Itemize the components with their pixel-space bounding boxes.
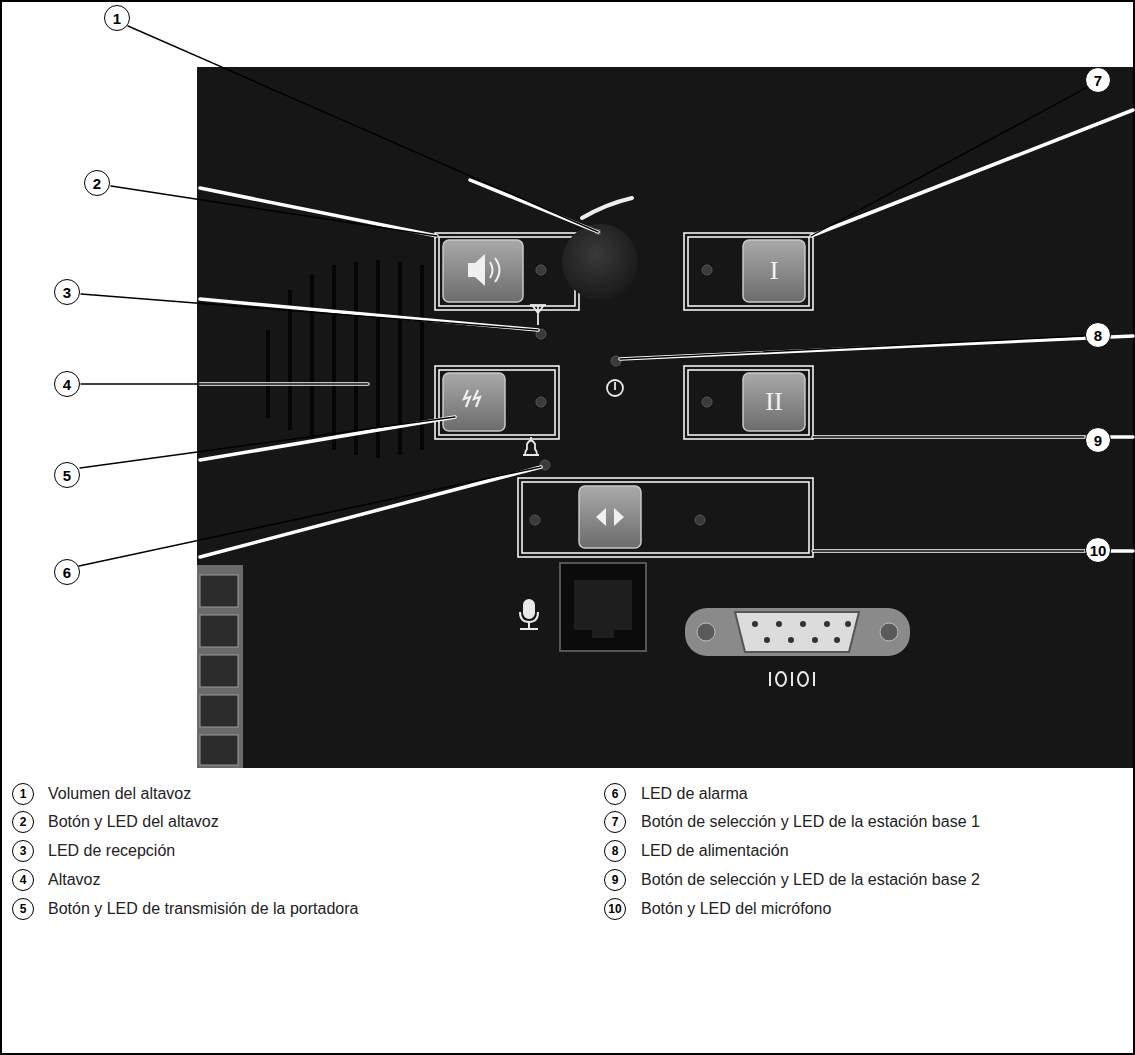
key-number: 9 bbox=[604, 869, 626, 891]
key-text: Botón y LED de transmisión de la portado… bbox=[48, 899, 358, 919]
callout-number: 2 bbox=[84, 170, 110, 196]
key-number: 5 bbox=[12, 898, 34, 920]
callout-number: 7 bbox=[1085, 67, 1111, 93]
callout-number: 8 bbox=[1085, 322, 1111, 348]
key-number: 3 bbox=[12, 840, 34, 862]
callout-number: 5 bbox=[54, 462, 80, 488]
callout-number: 6 bbox=[54, 559, 80, 585]
key-text: LED de alarma bbox=[641, 784, 748, 804]
key-number: 2 bbox=[12, 811, 34, 833]
key-number: 4 bbox=[12, 869, 34, 891]
key-number: 8 bbox=[604, 840, 626, 862]
callout-number: 4 bbox=[54, 371, 80, 397]
callout-number: 3 bbox=[54, 279, 80, 305]
key-number: 1 bbox=[12, 783, 34, 805]
callout-number: 10 bbox=[1085, 537, 1111, 563]
callout-number: 1 bbox=[104, 5, 130, 31]
key-text: Botón y LED del altavoz bbox=[48, 812, 219, 832]
button-label: I bbox=[770, 256, 779, 286]
key-number: 10 bbox=[604, 898, 626, 920]
key-text: Volumen del altavoz bbox=[48, 784, 191, 804]
key-text: Altavoz bbox=[48, 870, 100, 890]
button-label: II bbox=[765, 387, 782, 417]
key-number: 7 bbox=[604, 811, 626, 833]
key-text: LED de alimentación bbox=[641, 841, 789, 861]
key-text: Botón de selección y LED de la estación … bbox=[641, 870, 980, 890]
key-number: 6 bbox=[604, 783, 626, 805]
key-text: Botón y LED del micrófono bbox=[641, 899, 831, 919]
key-text: LED de recepción bbox=[48, 841, 175, 861]
key-text: Botón de selección y LED de la estación … bbox=[641, 812, 980, 832]
callout-number: 9 bbox=[1085, 427, 1111, 453]
